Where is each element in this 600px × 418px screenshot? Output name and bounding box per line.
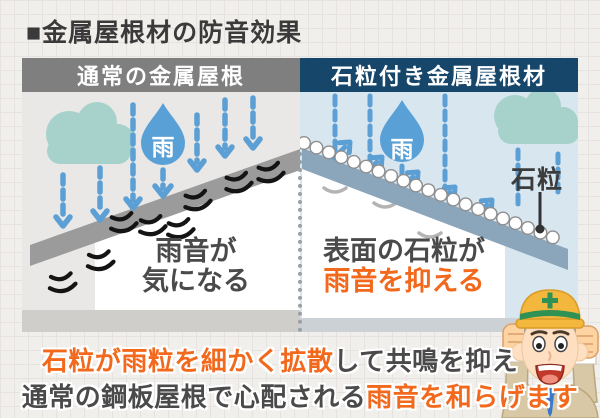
worker-head (511, 289, 589, 385)
panel-left-graphic (22, 95, 300, 332)
construction-worker-character (501, 289, 599, 418)
page-title: ■金属屋根材の防音効果 (26, 19, 303, 47)
footer-line1-orange: 石粒が雨粒を細かく拡散 (41, 346, 334, 376)
rain-cloud-icon (46, 102, 134, 164)
safety-helmet-icon (515, 289, 585, 329)
stone-coated-roof (302, 148, 568, 270)
footer-line1-dark: して共鳴を抑え (333, 346, 519, 376)
panel-header-stone-coated-roof: 石粒付き金属屋根材 (300, 58, 578, 92)
panel-header-left-label: 通常の金属屋根 (76, 64, 245, 89)
caption-right-line1: 表面の石粒が (323, 236, 485, 266)
faint-sound-wave-icon (322, 186, 443, 239)
rain-arrow-icon (53, 95, 263, 229)
room-interior (95, 169, 300, 310)
caption-right: 表面の石粒が 雨音を抑える (304, 236, 504, 296)
rain-label-left: 雨 (151, 134, 175, 160)
panel-right-graphic (300, 92, 578, 332)
panel-header-right-label: 石粒付き金属屋根材 (330, 64, 547, 89)
caption-left: 雨音が 気になる (96, 236, 296, 296)
panel-header-normal-roof: 通常の金属屋根 (22, 58, 300, 92)
rain-drop-icon (380, 100, 424, 162)
rain-drop-icon (141, 103, 185, 165)
caption-right-line2: 雨音を抑える (323, 266, 485, 297)
panel-divider-dotted-line (298, 152, 302, 332)
footer-line2-dark: 通常の鋼板屋根で心配される (21, 382, 367, 412)
rain-arrow-icon (332, 93, 561, 208)
rain-cloud-icon (494, 92, 578, 144)
panel-normal-roof (22, 92, 300, 332)
caption-left-line1: 雨音が (155, 236, 237, 266)
sound-wave-icon (47, 160, 286, 294)
panel-bottom-wall (22, 310, 300, 332)
caption-left-line2: 気になる (142, 266, 250, 297)
footer-line2: 通常の鋼板屋根で心配される雨音を和らげます (0, 377, 600, 414)
footer-line1: 石粒が雨粒を細かく拡散して共鳴を抑え (0, 341, 560, 378)
granule-pointer (535, 192, 545, 234)
footer-line2-orange: 雨音を和らげます (366, 382, 579, 412)
granule-label: 石粒 (511, 166, 564, 194)
panel-stone-coated-roof (300, 92, 578, 332)
rain-label-right: 雨 (390, 136, 414, 162)
room-interior (302, 162, 505, 320)
stone-granules (300, 136, 560, 245)
